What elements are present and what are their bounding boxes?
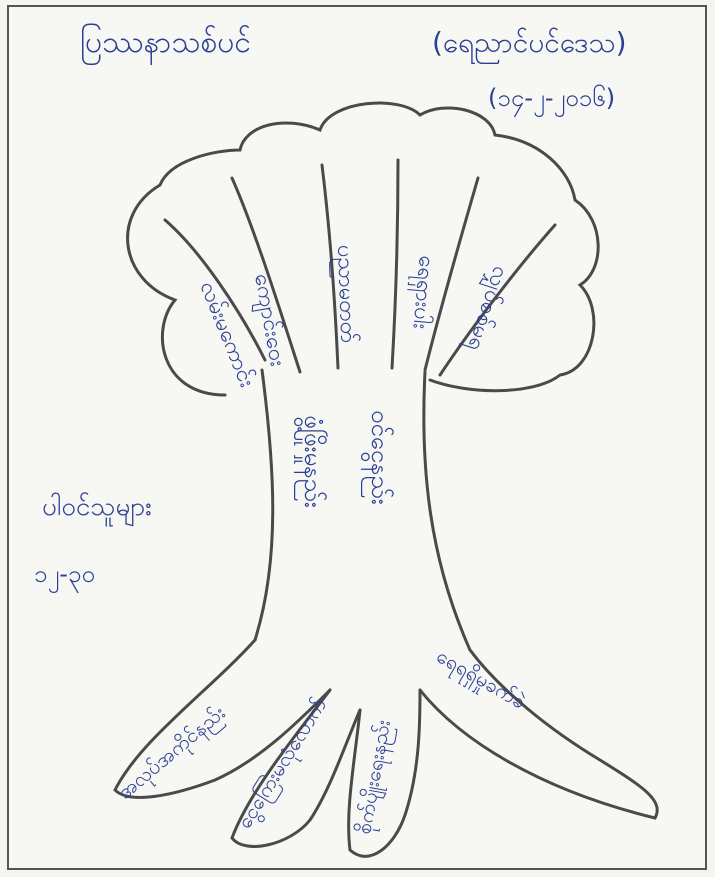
sheet-title: ပြဿနာသစ်ပင် — [80, 23, 251, 66]
participants-label: ပါဝင်သူများ — [42, 491, 152, 527]
sheet-date: (၁၄-၂-၂၀၁၆) — [488, 83, 615, 117]
